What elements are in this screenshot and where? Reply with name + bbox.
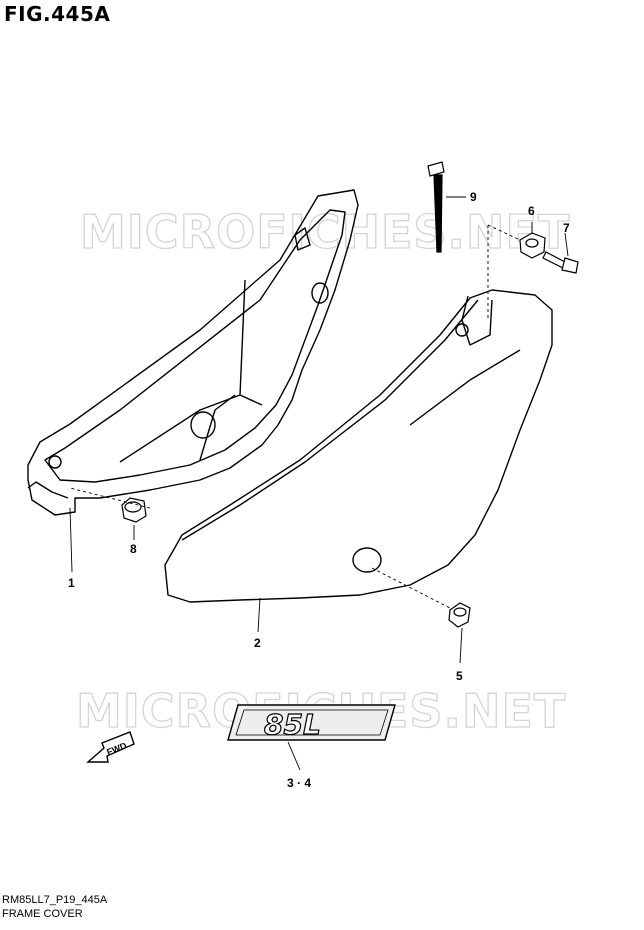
callout-5: 5 <box>456 669 463 683</box>
decal-text: 85L <box>264 708 321 741</box>
decal-85l: 85L <box>227 704 396 742</box>
figure-title: FIG.445A <box>4 2 111 26</box>
frame-cover-left <box>27 189 359 516</box>
model-code: RM85LL7_P19_445A <box>2 894 108 906</box>
section-name: FRAME COVER <box>2 908 83 920</box>
callout-9: 9 <box>470 190 477 204</box>
callout-1: 1 <box>68 576 75 590</box>
part-6-nut <box>519 232 546 259</box>
part-5-grommet <box>448 602 471 628</box>
part-7-bolt <box>542 251 579 274</box>
callout-3-4: 3 · 4 <box>287 776 311 790</box>
part-9-clip <box>427 161 445 253</box>
callout-6: 6 <box>528 204 535 218</box>
side-cover-right <box>164 289 553 603</box>
leader-lines <box>69 196 569 771</box>
footer: RM85LL7_P19_445A FRAME COVER <box>2 893 107 921</box>
part-8-grommet <box>121 497 147 523</box>
callout-7: 7 <box>563 221 570 235</box>
callout-2: 2 <box>254 636 261 650</box>
watermark-top: MICROFICHES.NET <box>80 205 570 259</box>
callout-8: 8 <box>130 542 137 556</box>
